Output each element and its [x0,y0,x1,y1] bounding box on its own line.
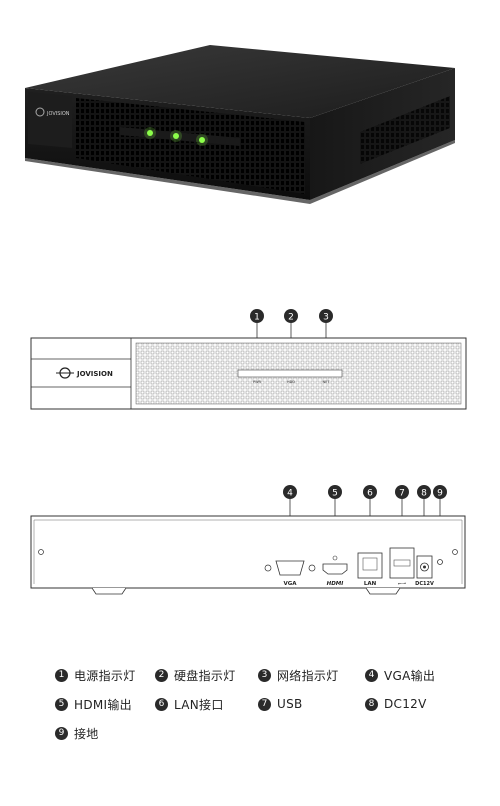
legend-label: LAN接口 [174,697,224,712]
legend-item-6: 6 LAN接口 [155,695,224,713]
legend-label: USB [277,697,303,711]
callout-3: 3 [319,309,333,323]
rear-chassis-outline [30,515,466,589]
legend-label: 接地 [74,726,99,741]
svg-text:6: 6 [367,489,373,499]
legend-number: 6 [155,697,168,711]
svg-text:3: 3 [323,313,329,323]
usb-port: ⭠⊸ [389,547,415,587]
svg-text:JOVISION: JOVISION [76,370,113,378]
device-front-grille [76,98,305,194]
net-led [199,137,205,143]
legend-number: 9 [55,726,68,740]
svg-text:PWR: PWR [253,380,262,384]
usb-symbol: ⭠⊸ [398,581,406,587]
callout-4: 4 [283,485,297,499]
rear-panel-diagram: 4 5 6 7 8 9 VGA HDMI LAN ⭠⊸ DC12V [30,485,466,595]
legend-item-4: 4 VGA输出 [365,666,435,684]
legend-number: 4 [365,668,378,682]
callout-9: 9 [433,485,447,499]
legend-number: 2 [155,668,168,682]
callout-8: 8 [417,485,431,499]
legend-number: 3 [258,668,271,682]
legend-item-5: 5 HDMI输出 [55,695,132,713]
legend-label: HDMI输出 [74,697,132,712]
legend-number: 8 [365,697,378,711]
ground-terminal [437,559,443,565]
svg-text:9: 9 [437,489,443,499]
callout-5: 5 [328,485,342,499]
front-led-strip [237,369,343,378]
legend-label: 硬盘指示灯 [174,668,236,683]
hdmi-port: HDMI [322,555,348,587]
callout-2: 2 [284,309,298,323]
legend-item-8: 8 DC12V [365,695,427,713]
svg-text:8: 8 [421,489,427,499]
legend-item-2: 2 硬盘指示灯 [155,666,236,684]
legend-label: VGA输出 [384,668,436,683]
svg-text:HDMI: HDMI [327,581,344,587]
svg-text:LAN: LAN [364,581,377,587]
callout-6: 6 [363,485,377,499]
legend-item-9: 9 接地 [55,724,99,742]
render-brand-text: JOVISION [46,111,70,117]
callout-1: 1 [250,309,264,323]
svg-text:VGA: VGA [283,581,297,587]
front-panel-diagram: 1 2 3 JOVISION PWR HDD NET [30,309,467,410]
front-logo: JOVISION [56,367,113,379]
svg-text:DC12V: DC12V [415,581,434,587]
vga-port: VGA [264,560,316,587]
pwr-led [147,130,153,136]
svg-text:5: 5 [332,489,338,499]
dc-port: DC12V [415,555,434,587]
svg-text:HDD: HDD [287,380,295,384]
legend-label: 网络指示灯 [277,668,339,683]
nvr-product-render: JOVISION [25,45,455,204]
svg-text:1: 1 [254,313,260,323]
legend-item-7: 7 USB [258,695,303,713]
device-top-face [25,45,455,118]
svg-text:7: 7 [399,489,405,499]
hdd-led [173,133,179,139]
svg-text:4: 4 [287,489,293,499]
legend-label: DC12V [384,697,427,711]
legend-number: 7 [258,697,271,711]
legend-item-1: 1 电源指示灯 [55,666,136,684]
legend-number: 1 [55,668,68,682]
svg-text:NET: NET [323,380,331,384]
svg-text:2: 2 [288,313,294,323]
legend-label: 电源指示灯 [74,668,136,683]
lan-port: LAN [357,552,383,587]
callout-7: 7 [395,485,409,499]
legend-item-3: 3 网络指示灯 [258,666,339,684]
legend-number: 5 [55,697,68,711]
